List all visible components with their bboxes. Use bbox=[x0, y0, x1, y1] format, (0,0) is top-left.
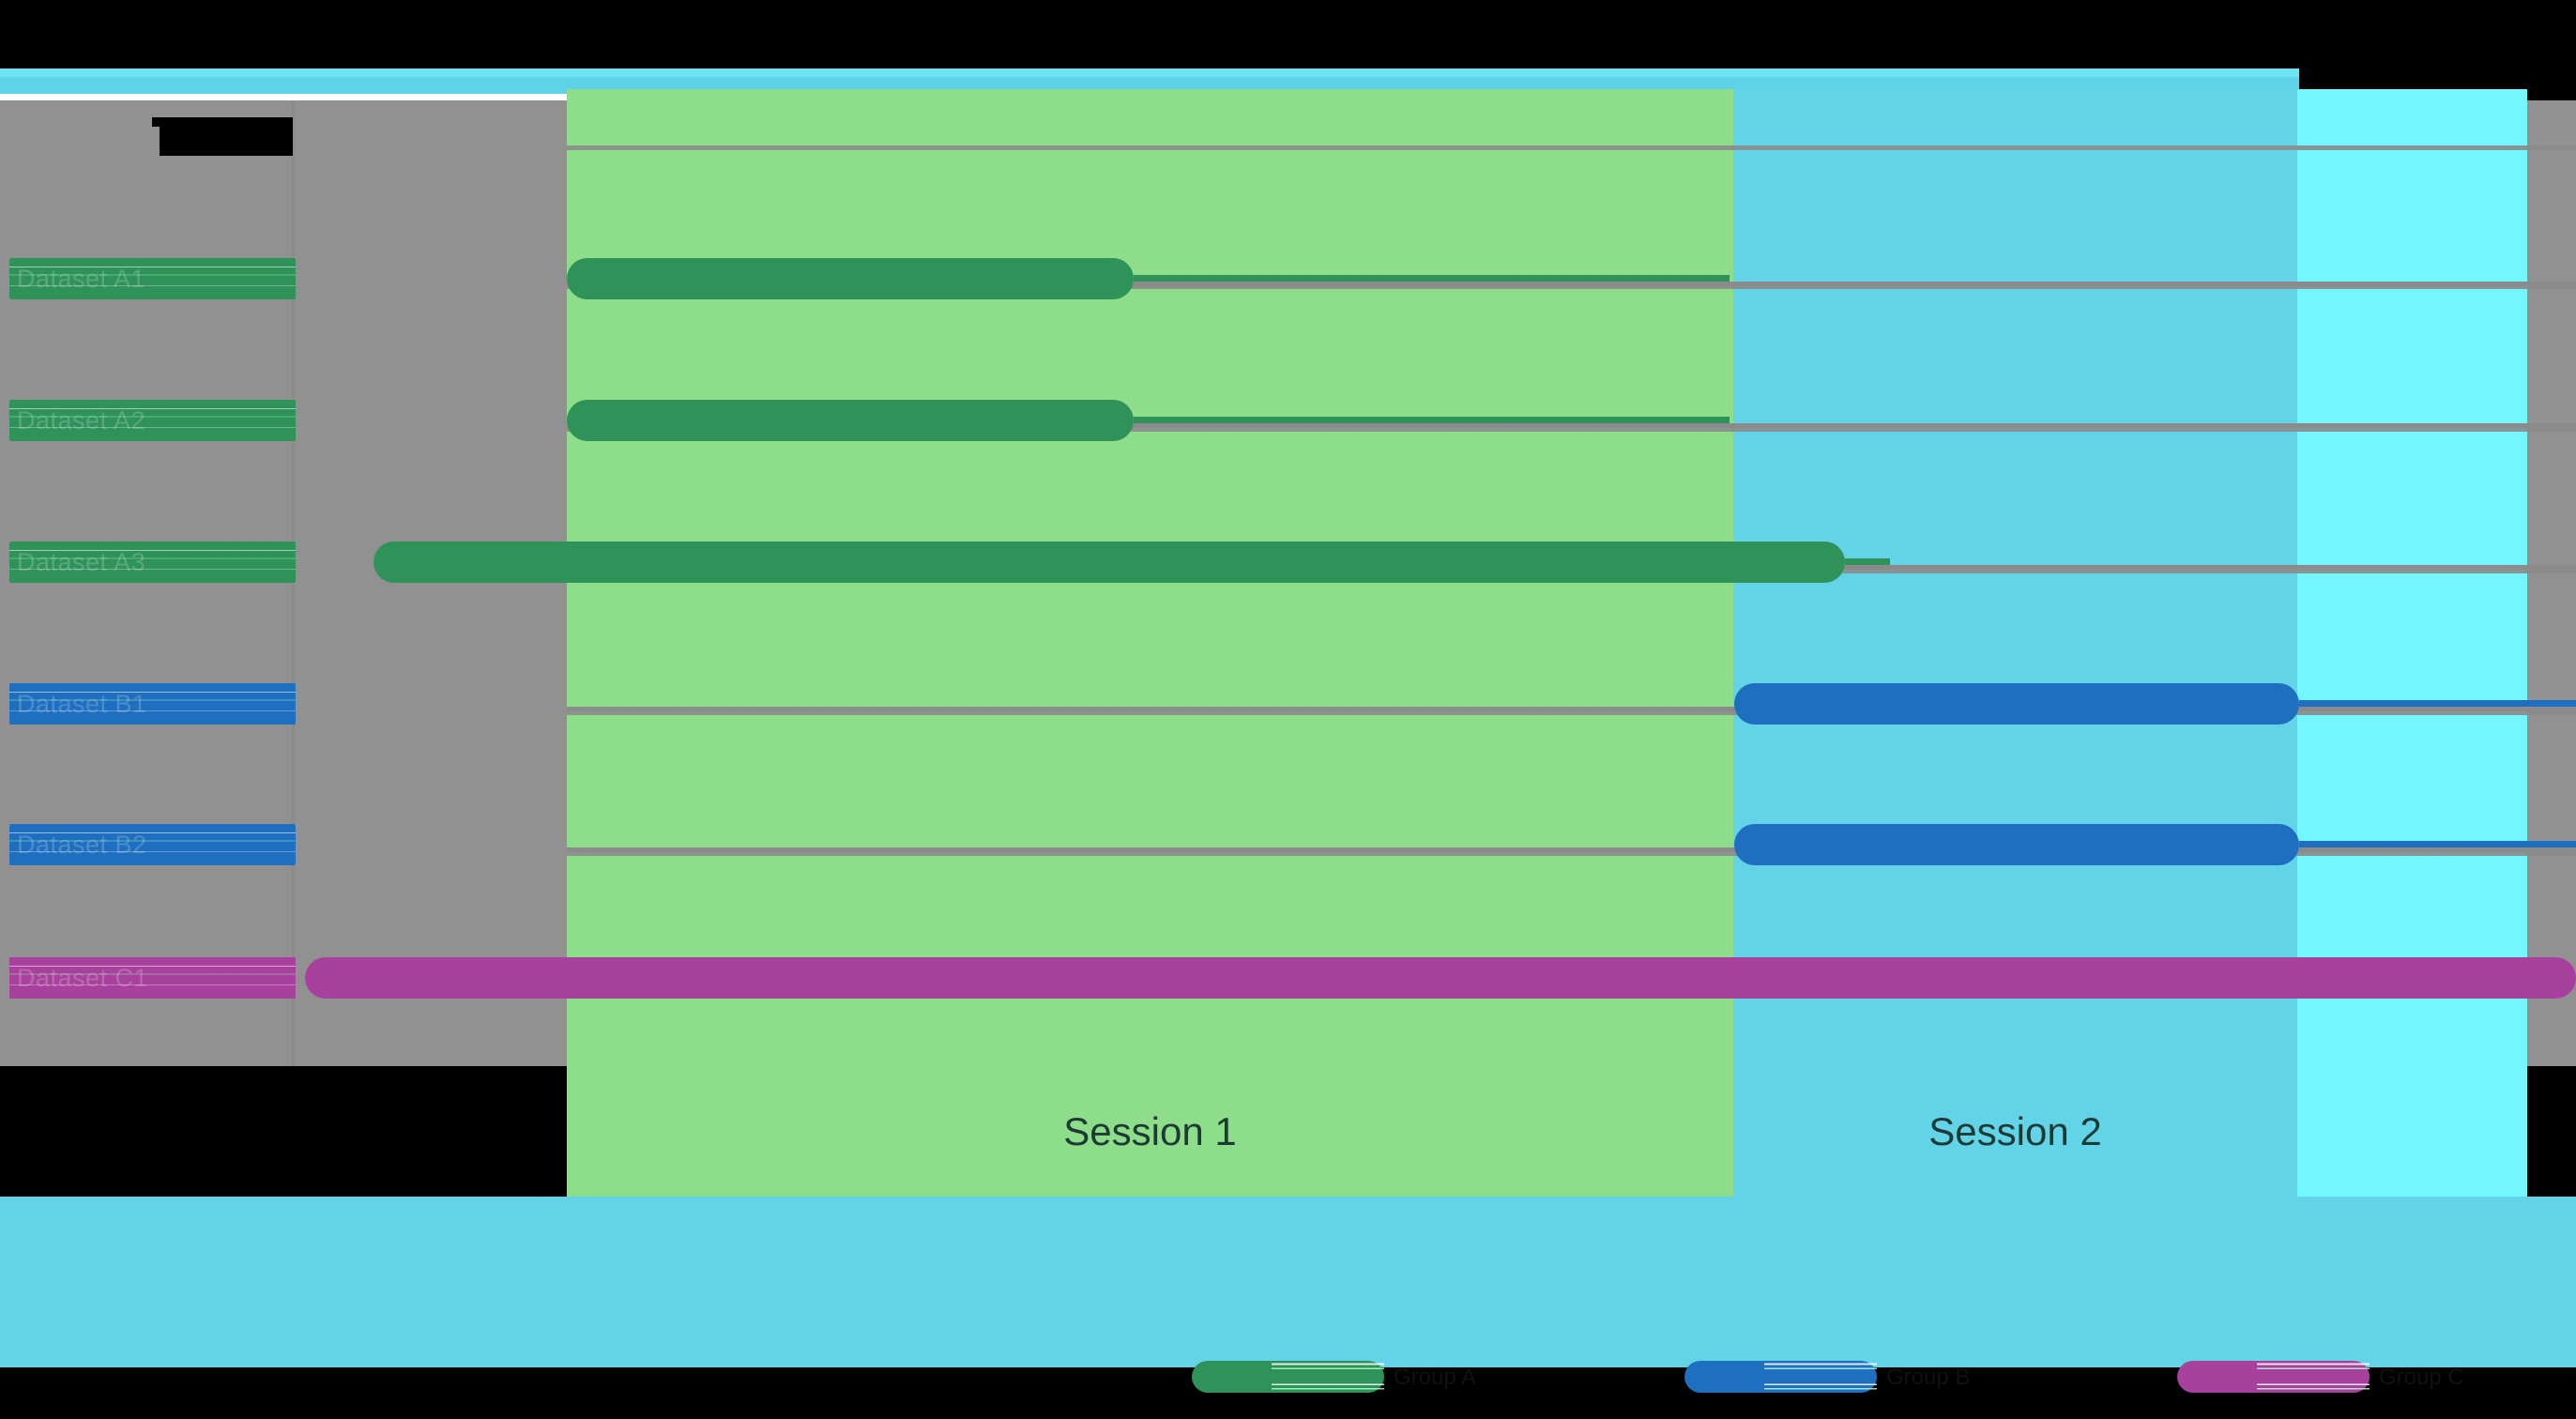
label-gutter-separator bbox=[292, 100, 295, 1066]
gridline bbox=[567, 851, 2576, 856]
legend-swatch-group-a bbox=[1192, 1361, 1384, 1393]
row-label-dataset-a2[interactable]: Dataset A2 bbox=[9, 400, 296, 441]
row-connector-line bbox=[567, 282, 2576, 286]
task-bar-tail-row-3 bbox=[2299, 700, 2576, 707]
row-label-dataset-a3[interactable]: Dataset A3 bbox=[9, 542, 296, 583]
task-bar-row-2[interactable] bbox=[373, 542, 1845, 583]
session-1-caption: Session 1 bbox=[1063, 1108, 1237, 1153]
task-bar-row-4[interactable] bbox=[1734, 824, 2299, 865]
legend-label-group-b: Group B bbox=[1886, 1365, 1971, 1390]
column-header-redaction-nub bbox=[152, 117, 163, 127]
legend-swatch-group-c bbox=[2177, 1361, 2370, 1393]
bottom-accent-strip bbox=[0, 1197, 2576, 1367]
task-bar-tail-row-0 bbox=[1134, 275, 1730, 282]
row-connector-line bbox=[567, 707, 2576, 711]
row-connector-line bbox=[567, 423, 2576, 428]
row-connector-line bbox=[567, 847, 2576, 852]
header-accent-strip-top bbox=[0, 69, 2299, 77]
task-bar-row-0[interactable] bbox=[567, 258, 1134, 299]
session-band-3 bbox=[2297, 89, 2527, 1197]
gridline bbox=[567, 145, 2576, 150]
task-bar-row-5[interactable] bbox=[305, 957, 2576, 999]
legend-label-group-c: Group C bbox=[2379, 1365, 2464, 1390]
task-bar-tail-row-1 bbox=[1134, 417, 1730, 423]
legend-label-group-a: Group A bbox=[1394, 1365, 1477, 1390]
gridline bbox=[567, 427, 2576, 432]
gridline bbox=[567, 284, 2576, 289]
right-margin bbox=[2527, 100, 2576, 1066]
row-label-dataset-b1[interactable]: Dataset B1 bbox=[9, 683, 296, 725]
column-header-redaction bbox=[152, 117, 293, 156]
gridline bbox=[567, 710, 2576, 715]
task-bar-tail-row-2 bbox=[1845, 558, 1890, 565]
row-label-dataset-a1[interactable]: Dataset A1 bbox=[9, 258, 296, 299]
row-label-dataset-b2[interactable]: Dataset B2 bbox=[9, 824, 296, 865]
session-2-caption: Session 2 bbox=[1928, 1108, 2102, 1153]
top-letterbox bbox=[0, 0, 2576, 69]
task-bar-tail-row-4 bbox=[2299, 841, 2576, 847]
session-band-1 bbox=[567, 89, 1733, 1197]
session-band-2 bbox=[1733, 89, 2297, 1197]
task-bar-row-3[interactable] bbox=[1734, 683, 2299, 725]
task-bar-row-1[interactable] bbox=[567, 400, 1134, 441]
legend-swatch-group-b bbox=[1684, 1361, 1877, 1393]
row-label-dataset-c1[interactable]: Dataset C1 bbox=[9, 957, 296, 999]
